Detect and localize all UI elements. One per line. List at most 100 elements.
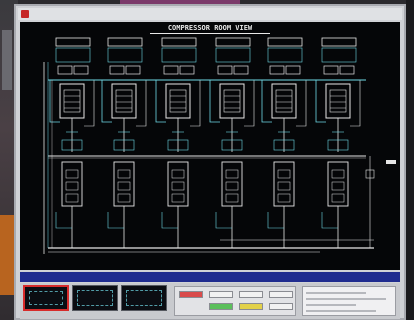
navigation-panel bbox=[20, 283, 400, 319]
diagram-line-92 bbox=[331, 181, 345, 191]
info-line bbox=[306, 304, 356, 306]
control-button-6[interactable] bbox=[239, 303, 263, 310]
separator-tank-5 bbox=[273, 161, 295, 207]
diagram-line-54 bbox=[209, 80, 220, 123]
compressor-room-diagram bbox=[43, 37, 396, 254]
diagram-line-1 bbox=[73, 65, 89, 75]
control-button-2[interactable] bbox=[209, 291, 233, 298]
compressor-unit-3 bbox=[165, 83, 191, 119]
unit-detail-box-1 bbox=[55, 47, 91, 63]
diagram-line-59 bbox=[225, 169, 239, 179]
diagram-line-32 bbox=[163, 65, 179, 75]
unit-detail-box-6 bbox=[321, 47, 357, 63]
separator-tank-2 bbox=[113, 161, 135, 207]
diagram-line-22 bbox=[101, 80, 112, 123]
unit-detail-box-4 bbox=[215, 47, 251, 63]
diagram-line-74 bbox=[273, 139, 295, 151]
diagram-line-39 bbox=[190, 80, 201, 127]
diagram-line-34 bbox=[169, 89, 187, 113]
unit-detail-box-2 bbox=[107, 47, 143, 63]
compressor-unit-4 bbox=[219, 83, 245, 119]
info-line bbox=[306, 310, 376, 312]
control-button-1[interactable] bbox=[179, 291, 203, 298]
monitor: COMPRESSOR ROOM VIEW bbox=[14, 4, 406, 320]
diagram-line-50 bbox=[223, 89, 241, 113]
diagram-line-91 bbox=[331, 169, 345, 179]
diagram-line-58 bbox=[221, 139, 243, 151]
room-background-top bbox=[120, 0, 240, 6]
piping-thumbnail-icon bbox=[126, 290, 162, 306]
diagram-line-28 bbox=[117, 181, 131, 191]
diagram-line-79 bbox=[267, 212, 284, 229]
diagram-line-17 bbox=[125, 65, 141, 75]
diagram-line-87 bbox=[350, 80, 361, 127]
compressor-room-thumbnail-icon bbox=[29, 291, 63, 305]
system-overview-thumbnail-icon bbox=[77, 290, 113, 306]
diagram-line-7 bbox=[84, 80, 95, 127]
diagram-line-23 bbox=[136, 80, 147, 127]
diagram-line-45 bbox=[171, 193, 185, 203]
diagram-line-47 bbox=[161, 212, 178, 229]
diagram-line-43 bbox=[171, 169, 185, 179]
info-line bbox=[306, 298, 386, 300]
control-button-3[interactable] bbox=[239, 291, 263, 298]
diagram-line-70 bbox=[261, 80, 272, 123]
diagram-line-76 bbox=[277, 181, 291, 191]
compressor-unit-6 bbox=[325, 83, 351, 119]
diagram-line-44 bbox=[171, 181, 185, 191]
unit-detail-box-5 bbox=[267, 47, 303, 63]
diagram-line-42 bbox=[167, 139, 189, 151]
view-title: COMPRESSOR ROOM VIEW bbox=[150, 24, 270, 34]
diagram-line-60 bbox=[225, 181, 239, 191]
diagram-line-33 bbox=[179, 65, 195, 75]
room-background-right bbox=[406, 0, 414, 320]
unit-header-box-3 bbox=[161, 37, 197, 47]
diagram-line-90 bbox=[327, 139, 349, 151]
diagram-line-16 bbox=[109, 65, 125, 75]
diagram-line-63 bbox=[215, 212, 232, 229]
unit-header-box-2 bbox=[107, 37, 143, 47]
valve-symbol bbox=[365, 169, 375, 179]
room-background-orange-panel bbox=[0, 215, 14, 295]
diagram-line-48 bbox=[217, 65, 233, 75]
diagram-line-61 bbox=[225, 193, 239, 203]
diagram-line-65 bbox=[285, 65, 301, 75]
diagram-line-26 bbox=[113, 139, 135, 151]
compressor-unit-5 bbox=[271, 83, 297, 119]
unit-header-box-5 bbox=[267, 37, 303, 47]
diagram-line-49 bbox=[233, 65, 249, 75]
control-button-5[interactable] bbox=[209, 303, 233, 310]
separator-tank-4 bbox=[221, 161, 243, 207]
diagram-line-18 bbox=[115, 89, 133, 113]
control-button-group bbox=[174, 286, 296, 316]
thumbnail-piping[interactable] bbox=[121, 285, 167, 311]
control-button-7[interactable] bbox=[269, 303, 293, 310]
status-bar bbox=[20, 272, 400, 282]
unit-detail-box-3 bbox=[161, 47, 197, 63]
diagram-line-55 bbox=[244, 80, 255, 127]
thumbnail-system-overview[interactable] bbox=[72, 285, 118, 311]
unit-header-box-6 bbox=[321, 37, 357, 47]
separator-tank-1 bbox=[61, 161, 83, 207]
separator-tank-3 bbox=[167, 161, 189, 207]
unit-header-box-1 bbox=[55, 37, 91, 47]
diagram-line-66 bbox=[275, 89, 293, 113]
diagram-line-15 bbox=[55, 212, 72, 229]
diagram-line-71 bbox=[296, 80, 307, 127]
info-line bbox=[306, 292, 366, 294]
unit-header-box-4 bbox=[215, 37, 251, 47]
brand-logo-icon bbox=[21, 10, 29, 18]
thumbnail-compressor-room[interactable] bbox=[23, 285, 69, 311]
compressor-unit-1 bbox=[59, 83, 85, 119]
diagram-line-75 bbox=[277, 169, 291, 179]
separator-tank-6 bbox=[327, 161, 349, 207]
diagram-line-2 bbox=[63, 89, 81, 113]
diagram-line-93 bbox=[331, 193, 345, 203]
control-button-4[interactable] bbox=[269, 291, 293, 298]
diagram-line-0 bbox=[57, 65, 73, 75]
diagram-line-12 bbox=[65, 181, 79, 191]
window-titlebar bbox=[18, 8, 402, 20]
diagram-line-95 bbox=[321, 212, 338, 229]
diagram-line-86 bbox=[315, 80, 326, 123]
diagram-line-13 bbox=[65, 193, 79, 203]
